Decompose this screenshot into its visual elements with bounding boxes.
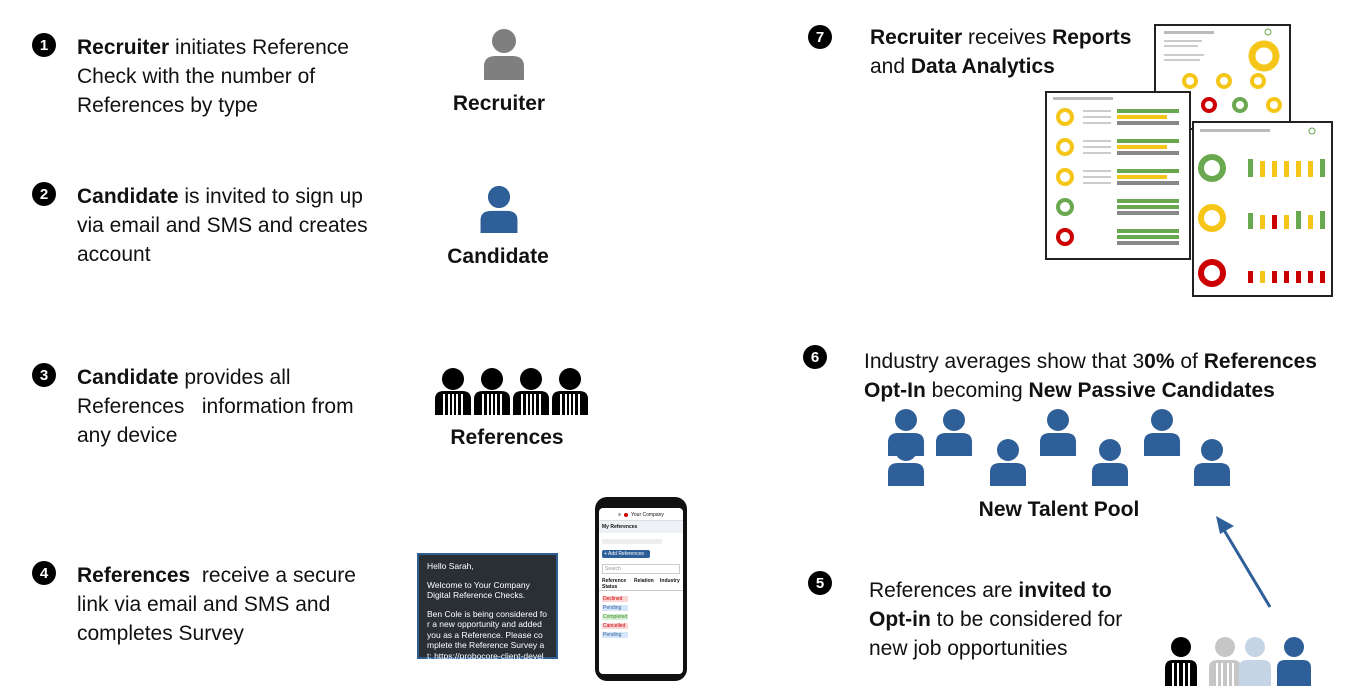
status-badge: Completed [602, 614, 628, 620]
report-back-contents [1164, 28, 1282, 113]
search-input[interactable]: Search [602, 564, 680, 574]
step-1-text: Recruiter initiates Reference Check with… [77, 36, 349, 117]
candidate-person-icon [480, 185, 518, 233]
step-4-badge: 4 [32, 561, 56, 585]
invitation-email: Hello Sarah, Welcome to Your Company Dig… [417, 553, 558, 682]
step-5-text: References are invited to Opt-in to be c… [869, 579, 1123, 660]
status-badge: Pending [602, 632, 628, 638]
email-line-2: Ben Cole is being considered for a new o… [427, 608, 548, 682]
status-badge: Declined [602, 596, 628, 602]
status-badge: Pending [602, 605, 628, 611]
report-left-contents [1053, 97, 1181, 246]
step-3-text: Candidate provides all References inform… [77, 366, 360, 447]
menu-icon[interactable]: ≡ [618, 512, 622, 518]
col-industry: Industry [660, 578, 680, 584]
talent-pool-label: New Talent Pool [978, 498, 1140, 521]
step-2-text: Candidate is invited to sign up via emai… [77, 185, 368, 266]
candidate-label: Candidate [447, 245, 549, 268]
recruiter-label: Recruiter [452, 92, 546, 115]
up-arrow-icon [1216, 516, 1272, 608]
references-group-icon [435, 367, 589, 416]
step-6-text: Industry averages show that 30% of Refer… [864, 350, 1317, 402]
phone-intro-text [602, 539, 662, 544]
logo-icon [624, 513, 629, 517]
step-6-badge: 6 [803, 345, 827, 369]
talent-pool-people-icon [888, 409, 1230, 486]
add-references-button[interactable]: + Add References [602, 550, 650, 558]
email-line-1: Welcome to Your Company Digital Referenc… [427, 579, 530, 601]
step-1-badge: 1 [32, 33, 56, 57]
report-right-contents [1198, 127, 1325, 287]
report-page-left [1045, 91, 1191, 260]
report-page-right [1192, 121, 1333, 297]
status-badge: Cancelled [602, 623, 628, 629]
step-7-text: Recruiter receives Reports and Data Anal… [870, 26, 1132, 78]
step-2-badge: 2 [32, 182, 56, 206]
step-7-badge: 7 [808, 25, 832, 49]
email-greeting: Hello Sarah, [427, 561, 474, 571]
recruiter-person-icon [484, 29, 524, 80]
step-5-badge: 5 [808, 571, 832, 595]
opt-in-people-icon [1165, 637, 1311, 686]
step-4-text: References receive a secure link via ema… [77, 564, 362, 645]
step-3-badge: 3 [32, 363, 56, 387]
col-status: Reference Status [602, 578, 627, 590]
phone-heading: My References [599, 521, 683, 533]
status-list: Declined Pending Completed Cancelled Pen… [599, 591, 683, 643]
references-label: References [450, 426, 564, 449]
col-relation: Relation [634, 578, 654, 584]
phone-screen: ≡ Your Company My References + Add Refer… [599, 508, 683, 674]
phone-brand: Your Company [631, 512, 664, 518]
